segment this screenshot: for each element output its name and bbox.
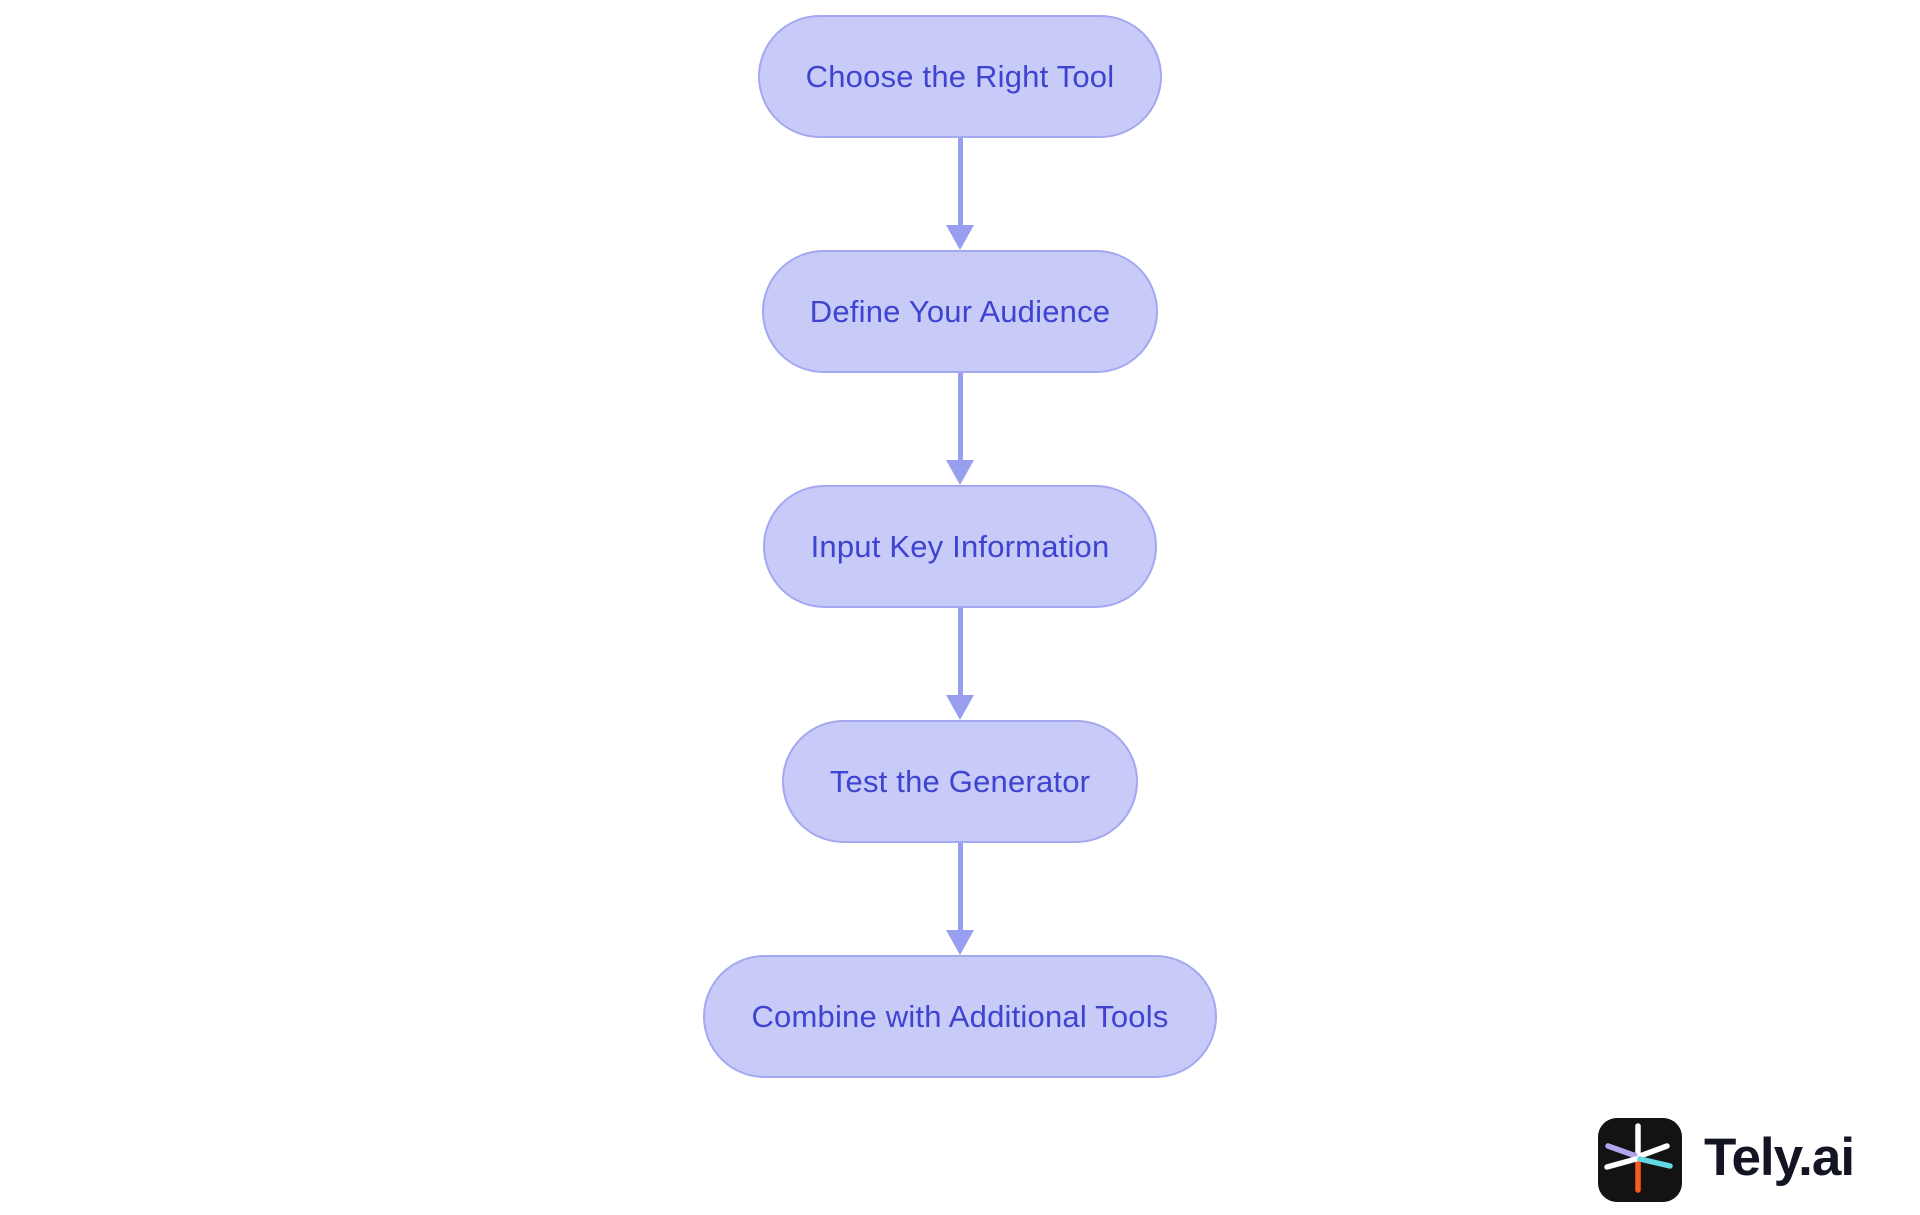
flow-node-label: Choose the Right Tool	[805, 58, 1115, 94]
flow-node-choose-tool: Choose the Right Tool	[757, 15, 1163, 138]
arrow-line	[957, 138, 963, 225]
arrow-head-icon	[946, 930, 974, 955]
flow-arrow-1	[945, 138, 975, 250]
arrow-line	[957, 843, 963, 930]
flow-arrow-3	[945, 608, 975, 720]
arrow-line	[957, 373, 963, 460]
flow-node-define-audience: Define Your Audience	[761, 250, 1159, 373]
brand-logo: Tely.ai	[1598, 1118, 1855, 1202]
arrow-line	[957, 608, 963, 695]
flow-node-test-generator: Test the Generator	[781, 720, 1139, 843]
flow-node-label: Test the Generator	[829, 763, 1091, 799]
flow-node-label: Input Key Information	[810, 528, 1110, 564]
arrow-head-icon	[946, 460, 974, 485]
flow-arrow-2	[945, 373, 975, 485]
flow-node-input-info: Input Key Information	[762, 485, 1158, 608]
flow-arrow-4	[945, 843, 975, 955]
flow-node-label: Define Your Audience	[809, 293, 1111, 329]
arrow-head-icon	[946, 225, 974, 250]
arrow-head-icon	[946, 695, 974, 720]
flow-node-combine-tools: Combine with Additional Tools	[703, 955, 1217, 1078]
flow-node-label: Combine with Additional Tools	[751, 998, 1169, 1034]
flowchart: Choose the Right Tool Define Your Audien…	[0, 15, 1920, 1078]
tely-asterisk-icon	[1598, 1118, 1682, 1202]
brand-wordmark: Tely.ai	[1704, 1127, 1855, 1187]
